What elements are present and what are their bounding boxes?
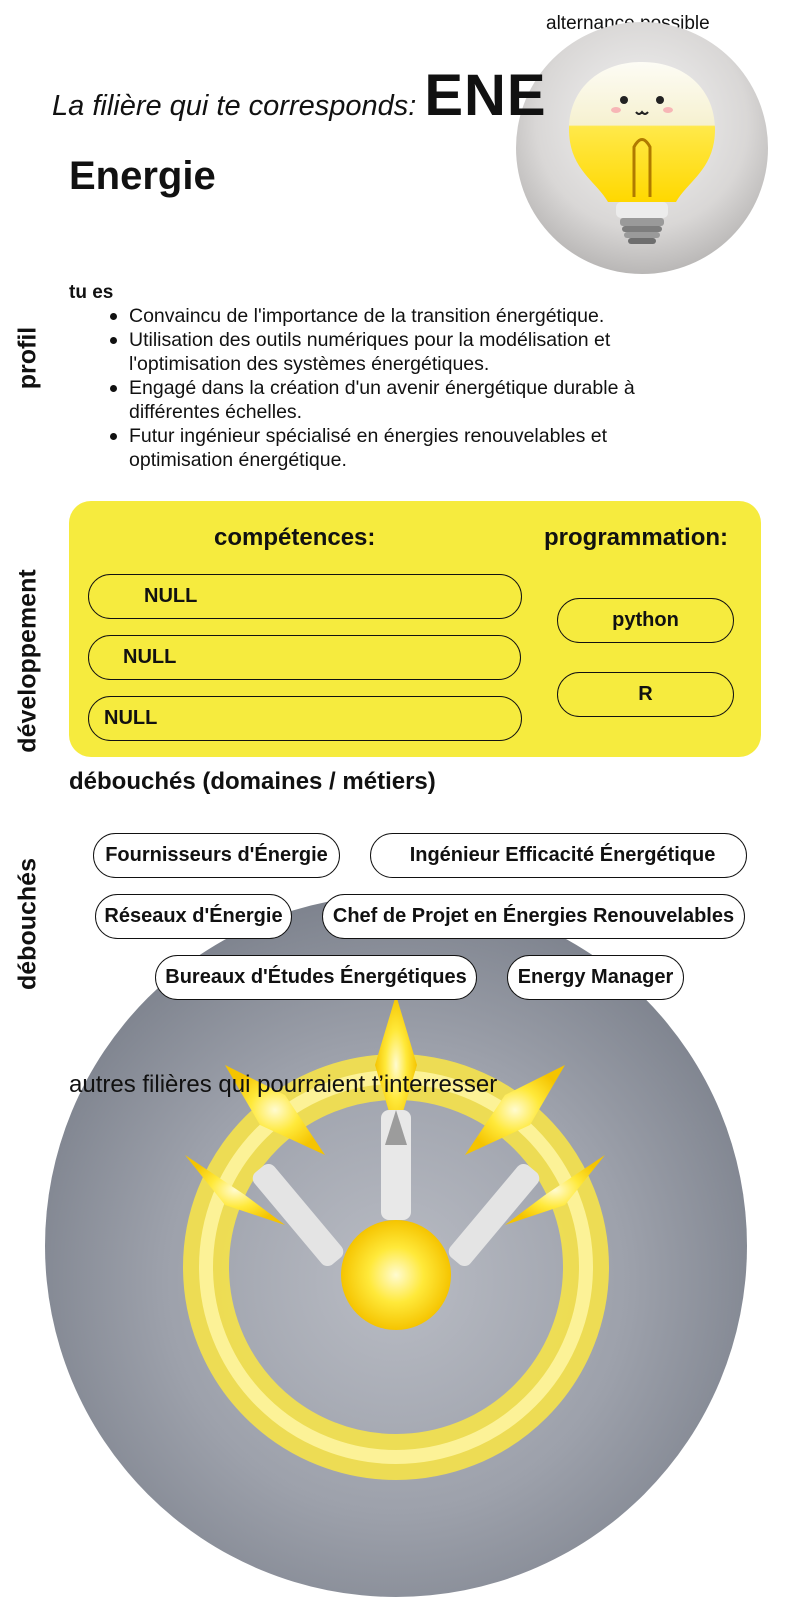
debouches-title: débouchés (domaines / métiers)	[69, 768, 436, 795]
list-item: Engagé dans la création d'un avenir éner…	[110, 376, 699, 424]
competence-pill: NULL	[88, 574, 522, 619]
profil-traits-list: Convaincu de l'importance de la transiti…	[110, 304, 699, 472]
autres-filieres-label: autres filières qui pourraient t’interre…	[69, 1071, 498, 1098]
profil-intro: tu es	[69, 282, 114, 303]
development-panel: compétences: programmation: NULL NULL NU…	[69, 501, 761, 757]
list-item: Futur ingénieur spécialisé en énergies r…	[110, 424, 699, 472]
debouche-pill: Chef de Projet en Énergies Renouvelables	[322, 894, 745, 939]
competence-pill: NULL	[88, 696, 522, 741]
headline-lead: La filière qui te corresponds:	[52, 90, 417, 122]
programming-language-pill: python	[557, 598, 734, 643]
programmation-title: programmation:	[544, 524, 729, 551]
debouche-pill: Bureaux d'Études Énergétiques	[155, 955, 477, 1000]
list-item: Convaincu de l'importance de la transiti…	[110, 304, 699, 328]
program-name: Energie	[69, 154, 216, 198]
section-label-debouches: débouchés	[13, 858, 42, 990]
debouche-pill: Fournisseurs d'Énergie	[93, 833, 340, 878]
headline: La filière qui te corresponds:ENE	[52, 62, 547, 129]
list-item: Utilisation des outils numériques pour l…	[110, 328, 699, 376]
competence-pill: NULL	[88, 635, 521, 680]
energy-wheel-illustration	[45, 895, 747, 1597]
lightbulb-illustration	[516, 22, 768, 274]
competences-title: compétences:	[214, 524, 376, 551]
debouche-pill: Energy Manager	[507, 955, 684, 1000]
debouche-pill: Réseaux d'Énergie	[95, 894, 292, 939]
section-label-developpement: développement	[13, 569, 42, 753]
programming-language-pill: R	[557, 672, 734, 717]
debouche-pill: Ingénieur Efficacité Énergétique	[370, 833, 747, 878]
program-code: ENE	[424, 63, 547, 128]
section-label-profil: profil	[13, 326, 42, 390]
